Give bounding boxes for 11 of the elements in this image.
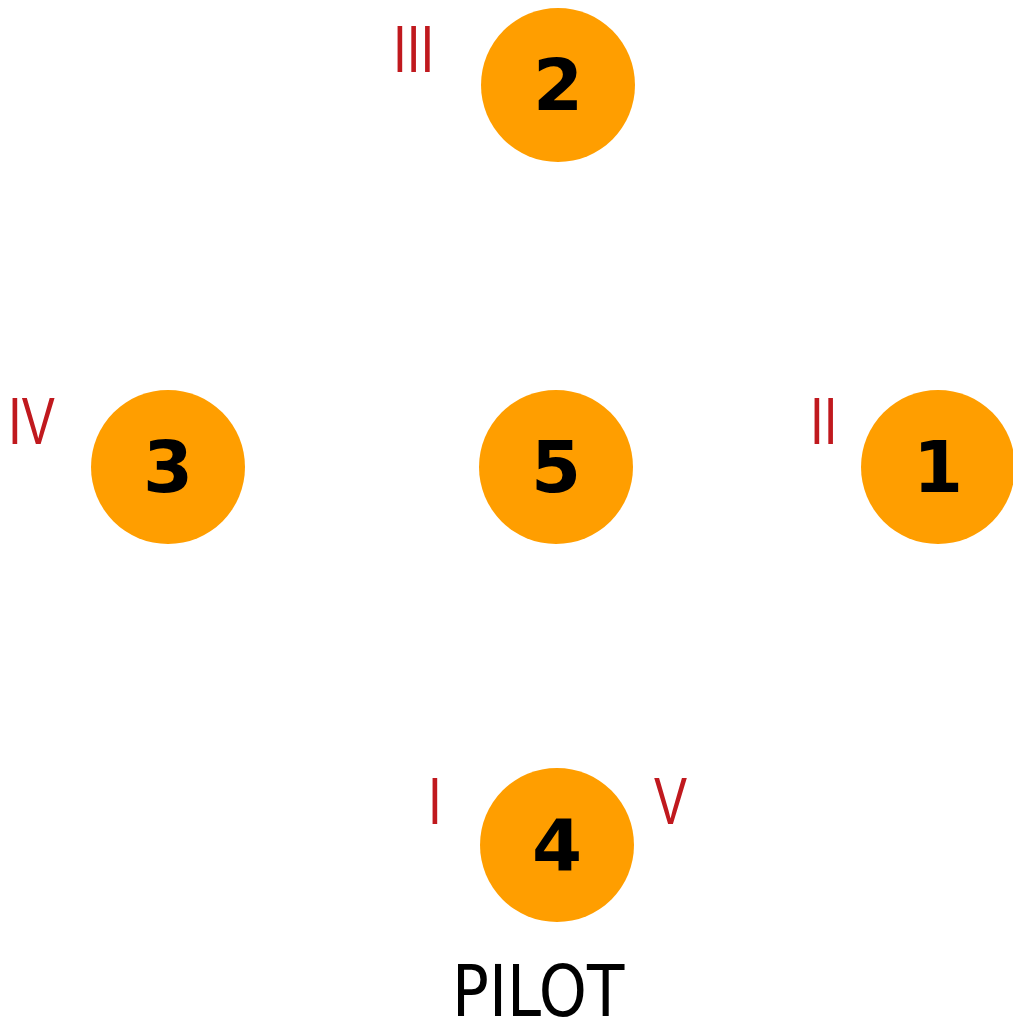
number-label: 5 xyxy=(530,431,582,503)
roman-numeral: III xyxy=(393,16,435,82)
roman-numeral: IV xyxy=(8,388,55,454)
roman-numeral: II xyxy=(810,388,838,454)
number-label: 4 xyxy=(531,809,583,881)
number-label: 3 xyxy=(142,431,194,503)
roman-numeral: V xyxy=(654,768,687,834)
number-label: 2 xyxy=(532,49,584,121)
position-caption: PILOT xyxy=(452,955,625,1027)
roman-numeral: I xyxy=(428,768,442,834)
number-label: 1 xyxy=(912,431,964,503)
